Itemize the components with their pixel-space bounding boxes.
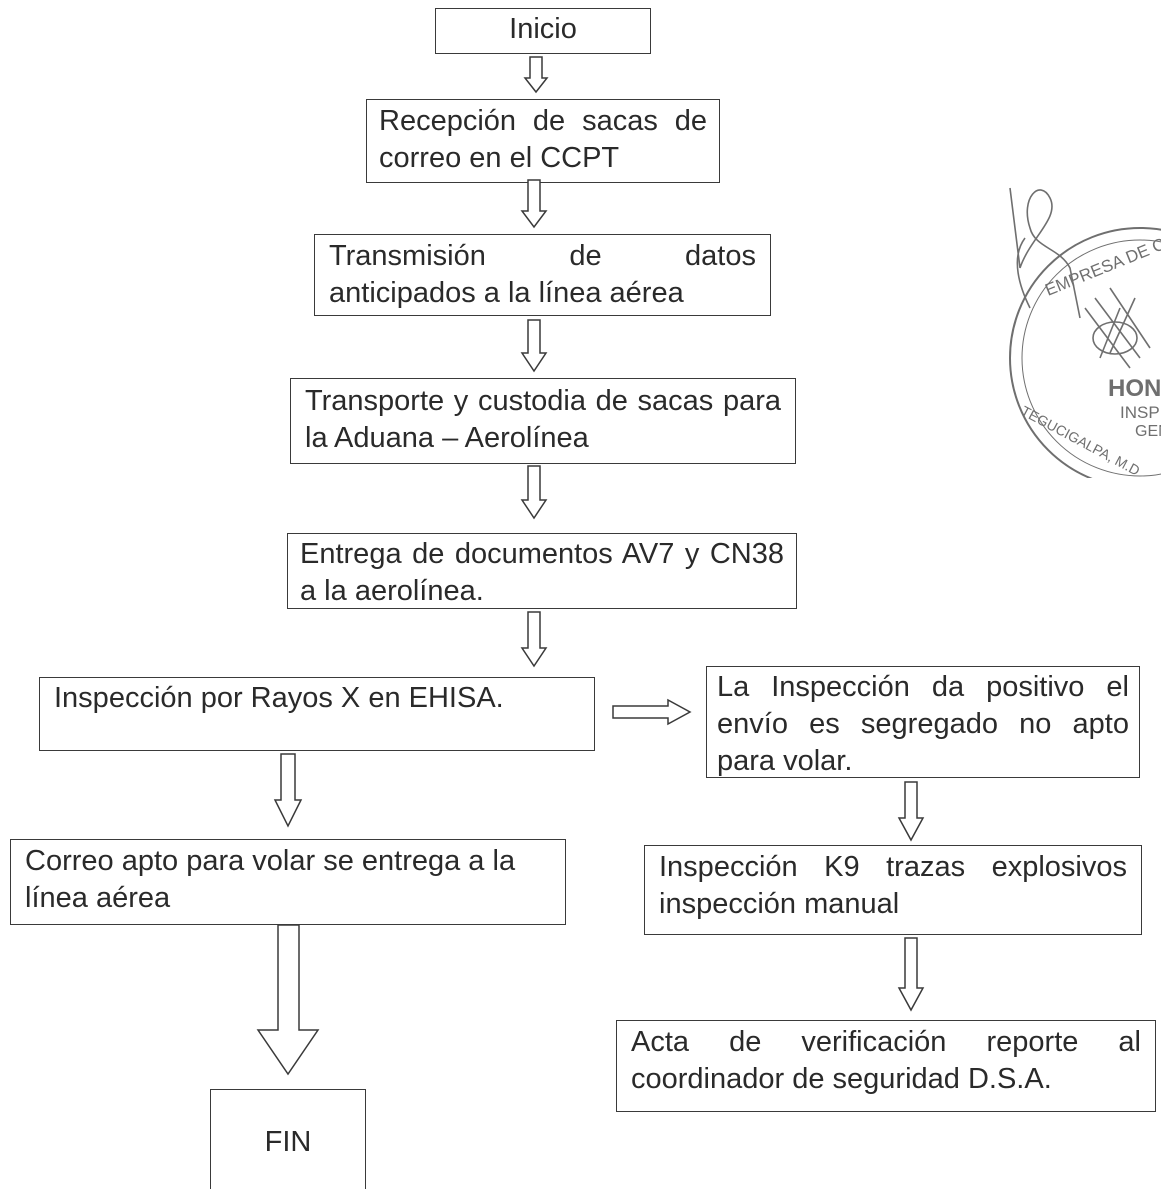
arrow-start-to-reception [523, 56, 549, 94]
step-documents-label: Entrega de documentos AV7 y CN38 a la ae… [300, 538, 784, 607]
stamp-text-inspec: INSPEC [1120, 403, 1161, 422]
step-reception-label: Recepción de sacas de correo en el CCPT [379, 105, 707, 174]
deliver-mail-box: Correo apto para volar se entrega a la l… [10, 839, 566, 925]
arrow-xray-to-deliver [273, 753, 303, 828]
arrow-reception-to-transmission [520, 179, 548, 229]
positive-result-box: La Inspección da positivo el envío es se… [706, 666, 1140, 778]
report-label: Acta de verificación reporte al coordina… [631, 1026, 1141, 1095]
arrow-xray-to-positive [612, 698, 692, 726]
deliver-mail-label: Correo apto para volar se entrega a la l… [25, 845, 516, 914]
arrow-documents-to-xray [520, 611, 548, 668]
stamp-text-hondu: HONDU [1108, 375, 1161, 402]
arrow-k9-to-report [897, 937, 925, 1012]
step-reception-box: Recepción de sacas de correo en el CCPT [366, 99, 720, 183]
positive-result-label: La Inspección da positivo el envío es se… [717, 671, 1129, 777]
k9-inspection-label: Inspección K9 trazas explosivos inspecci… [659, 851, 1127, 920]
start-label: Inicio [509, 13, 577, 45]
stamp-text-gene: GENE [1135, 423, 1161, 440]
arrow-positive-to-k9 [897, 781, 925, 842]
arrow-deliver-to-end [256, 924, 320, 1076]
step-xray-box: Inspección por Rayos X en EHISA. [39, 677, 595, 751]
step-documents-box: Entrega de documentos AV7 y CN38 a la ae… [287, 533, 797, 609]
k9-inspection-box: Inspección K9 trazas explosivos inspecci… [644, 845, 1142, 935]
official-stamp-icon: EMPRESA DE CO HONDU INSPEC GENE TEGUCIGA… [1009, 187, 1161, 478]
step-transmission-label: Transmisión de datos anticipados a la lí… [329, 240, 756, 309]
arrow-transmission-to-transport [520, 319, 548, 373]
end-label: FIN [264, 1126, 312, 1158]
step-xray-label: Inspección por Rayos X en EHISA. [54, 682, 504, 714]
step-transport-label: Transporte y custodia de sacas para la A… [305, 385, 781, 454]
end-box: FIN [210, 1089, 366, 1189]
step-transport-box: Transporte y custodia de sacas para la A… [290, 378, 796, 464]
arrow-transport-to-documents [520, 465, 548, 520]
start-box: Inicio [435, 8, 651, 54]
report-box: Acta de verificación reporte al coordina… [616, 1020, 1156, 1112]
step-transmission-box: Transmisión de datos anticipados a la lí… [314, 234, 771, 316]
